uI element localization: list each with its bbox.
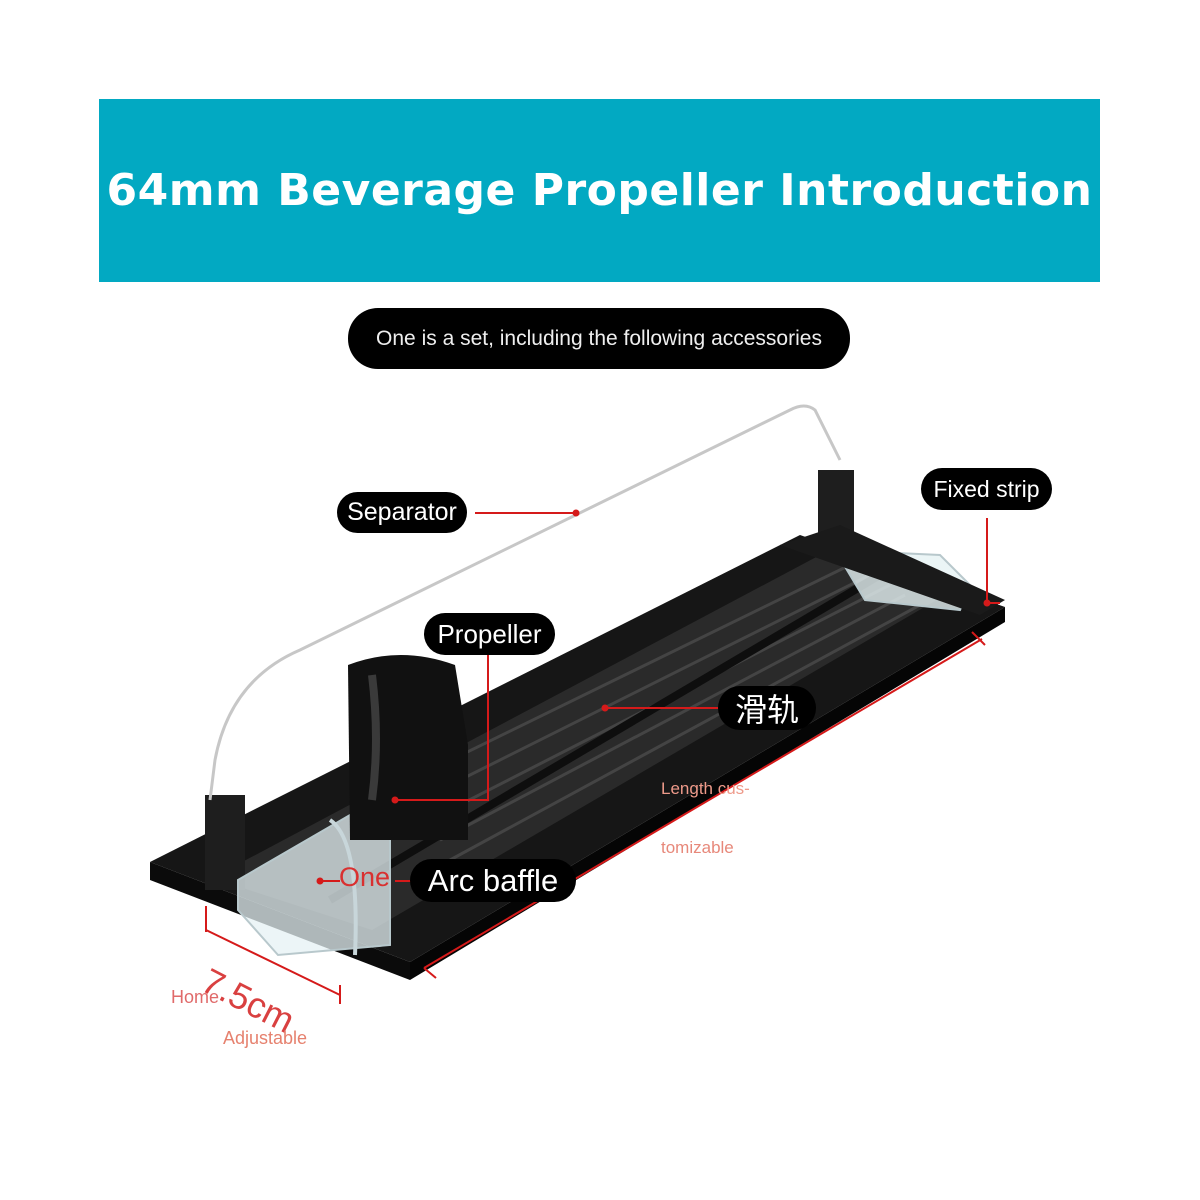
arc-baffle-curve	[328, 818, 358, 956]
propeller-label: Propeller	[424, 613, 555, 655]
length-note-line1: Length cus-	[661, 779, 750, 798]
length-note-line2: tomizable	[661, 838, 734, 857]
leader-dots	[316, 509, 991, 885]
propeller-shine	[368, 674, 380, 801]
one-note: One	[339, 862, 391, 892]
arc-baffle-label: Arc baffle	[410, 859, 576, 902]
propeller-body	[348, 655, 468, 840]
title-banner: 64mm Beverage Propeller Introduction	[99, 99, 1100, 282]
rail-ridges	[409, 563, 921, 862]
adjustable-note: Adjustable	[223, 1028, 308, 1048]
leader-lines	[205, 512, 1000, 1004]
page-title: 64mm Beverage Propeller Introduction	[106, 165, 1093, 216]
fixed-strip-label: Fixed strip	[921, 468, 1052, 510]
slide-rail-label: 滑轨	[718, 686, 816, 730]
right-foot	[780, 525, 1005, 615]
home-note: Home	[171, 987, 220, 1007]
subtitle-pill: One is a set, including the following ac…	[348, 308, 850, 369]
separator-label: Separator	[337, 492, 467, 533]
left-post	[205, 795, 245, 890]
separator-wire	[208, 404, 842, 801]
rail-groove	[327, 571, 883, 904]
